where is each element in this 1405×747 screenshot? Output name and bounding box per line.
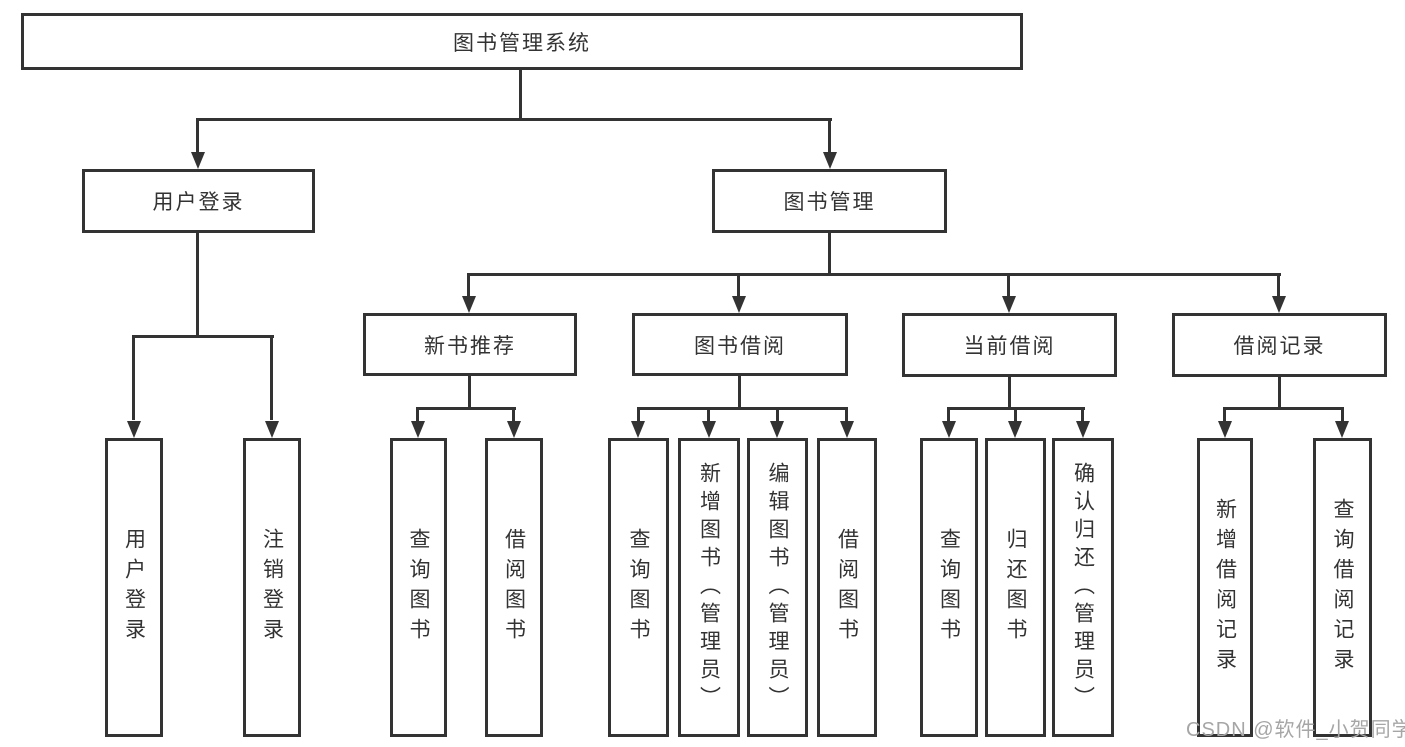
- connector-line: [776, 407, 779, 423]
- leaf-return-books: 归还图书: [985, 438, 1046, 737]
- node-user-login: 用户登录: [82, 169, 315, 233]
- arrow-down-icon: [1008, 421, 1022, 438]
- node-borrowing-records: 借阅记录: [1172, 313, 1387, 377]
- leaf-query-books-current: 查询图书: [920, 438, 978, 737]
- arrow-down-icon: [942, 421, 956, 438]
- connector-line: [132, 335, 274, 338]
- arrow-down-icon: [1218, 421, 1232, 438]
- connector-line: [738, 376, 741, 407]
- connector-line: [737, 273, 740, 298]
- connector-line: [1277, 273, 1280, 298]
- connector-line: [270, 335, 273, 420]
- connector-line: [828, 233, 831, 273]
- arrow-down-icon: [1076, 421, 1090, 438]
- connector-line: [512, 407, 515, 423]
- leaf-borrow-books-recommend: 借阅图书: [485, 438, 543, 737]
- connector-line: [417, 407, 516, 410]
- leaf-logout: 注销登录: [243, 438, 301, 737]
- connector-line: [196, 233, 199, 335]
- connector-line: [196, 118, 199, 156]
- arrow-down-icon: [1335, 421, 1349, 438]
- leaf-query-books-recommend: 查询图书: [390, 438, 447, 737]
- arrow-down-icon: [507, 421, 521, 438]
- connector-line: [468, 273, 1281, 276]
- arrow-down-icon: [1272, 296, 1286, 313]
- arrow-down-icon: [770, 421, 784, 438]
- leaf-query-books-borrowing: 查询图书: [608, 438, 669, 737]
- connector-line: [1278, 377, 1281, 407]
- connector-line: [707, 407, 710, 423]
- connector-line: [416, 407, 419, 423]
- arrow-down-icon: [702, 421, 716, 438]
- connector-line: [1341, 407, 1344, 423]
- connector-line: [467, 273, 470, 298]
- connector-line: [468, 376, 471, 407]
- connector-line: [1223, 407, 1226, 423]
- leaf-query-borrow-record: 查询借阅记录: [1313, 438, 1372, 737]
- connector-line: [519, 70, 522, 118]
- arrow-down-icon: [462, 296, 476, 313]
- arrow-down-icon: [127, 421, 141, 438]
- node-library-management-system: 图书管理系统: [21, 13, 1023, 70]
- leaf-confirm-return-admin: 确认归还（管理员）: [1052, 438, 1114, 737]
- arrow-down-icon: [191, 152, 205, 169]
- arrow-down-icon: [411, 421, 425, 438]
- csdn-watermark: CSDN @软件_小贺同学: [1186, 719, 1405, 741]
- arrow-down-icon: [1002, 296, 1016, 313]
- leaf-user-login: 用户登录: [105, 438, 163, 737]
- arrow-down-icon: [823, 152, 837, 169]
- connector-line: [637, 407, 640, 423]
- connector-line: [1007, 273, 1010, 298]
- leaf-add-borrow-record: 新增借阅记录: [1197, 438, 1253, 737]
- connector-line: [1081, 407, 1084, 423]
- connector-line: [947, 407, 950, 423]
- arrow-down-icon: [265, 421, 279, 438]
- connector-line: [637, 407, 848, 410]
- connector-line: [1224, 407, 1344, 410]
- arrow-down-icon: [732, 296, 746, 313]
- arrow-down-icon: [840, 421, 854, 438]
- node-current-borrowing: 当前借阅: [902, 313, 1117, 377]
- connector-line: [828, 118, 831, 156]
- connector-line: [845, 407, 848, 423]
- leaf-borrow-books: 借阅图书: [817, 438, 877, 737]
- connector-line: [197, 118, 832, 121]
- node-book-management: 图书管理: [712, 169, 947, 233]
- arrow-down-icon: [631, 421, 645, 438]
- connector-line: [1014, 407, 1017, 423]
- leaf-edit-books-admin: 编辑图书（管理员）: [747, 438, 808, 737]
- connector-line: [132, 335, 135, 420]
- connector-line: [1008, 377, 1011, 407]
- node-new-book-recommend: 新书推荐: [363, 313, 577, 376]
- node-book-borrowing: 图书借阅: [632, 313, 848, 376]
- leaf-add-books-admin: 新增图书（管理员）: [678, 438, 740, 737]
